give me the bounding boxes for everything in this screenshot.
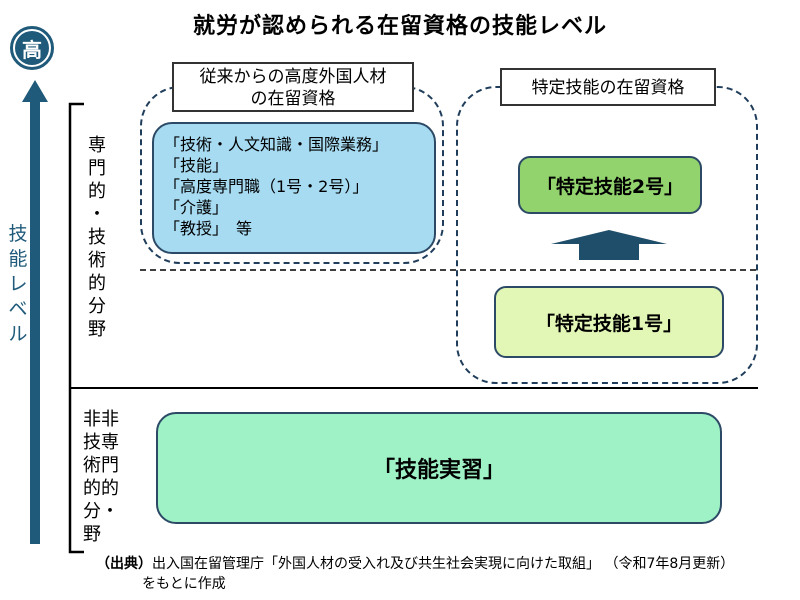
specialized-field-label: 専 門 的 ・ 技 術 的 分 野: [88, 135, 106, 340]
source-note-suffix: をもとに作成: [142, 576, 226, 592]
non-specialized-field-label-col2: 非 専 門 的 ・: [101, 409, 119, 522]
ssw-level1-box: 「特定技能1号」: [494, 286, 724, 358]
source-body: 出入国在留管理庁「外国人材の受入れ及び共生社会実現に向けた取組」: [152, 556, 600, 572]
source-update-date: （令和7年8月更新）: [604, 556, 735, 572]
technical-intern-box: 「技能実習」: [156, 412, 722, 524]
list-item: 「介護」: [164, 198, 229, 217]
list-item: 「高度専門職（1号・2号）」: [164, 177, 369, 196]
diagram-title: 就労が認められる在留資格の技能レベル: [192, 14, 607, 39]
traditional-status-list: 「技術・人文知識・国際業務」 「技能」 「高度専門職（1号・2号）」 「介護」 …: [152, 122, 436, 254]
list-item: 「技術・人文知識・国際業務」: [164, 135, 389, 154]
high-level-badge: 高: [10, 26, 54, 70]
skill-level-arrow-icon: [22, 80, 48, 544]
upgrade-arrow-icon: [551, 230, 667, 260]
traditional-status-header: 従来からの高度外国人材 の在留資格: [172, 62, 414, 112]
source-prefix: （出典）: [96, 556, 152, 572]
specified-skilled-header: 特定技能の在留資格: [500, 68, 716, 106]
source-note: （出典）出入国在留管理庁「外国人材の受入れ及び共生社会実現に向けた取組」 （令和…: [96, 553, 734, 573]
non-specialized-field-label-col1: 非 技 術 的 分 野: [83, 409, 101, 545]
skill-level-axis-label: 技 能 レ ベ ル: [8, 223, 28, 345]
list-item: 「教授」 等: [164, 219, 253, 238]
list-item: 「技能」: [164, 156, 229, 175]
high-level-label: 高: [15, 31, 49, 65]
ssw-level2-box: 「特定技能2号」: [518, 156, 702, 214]
